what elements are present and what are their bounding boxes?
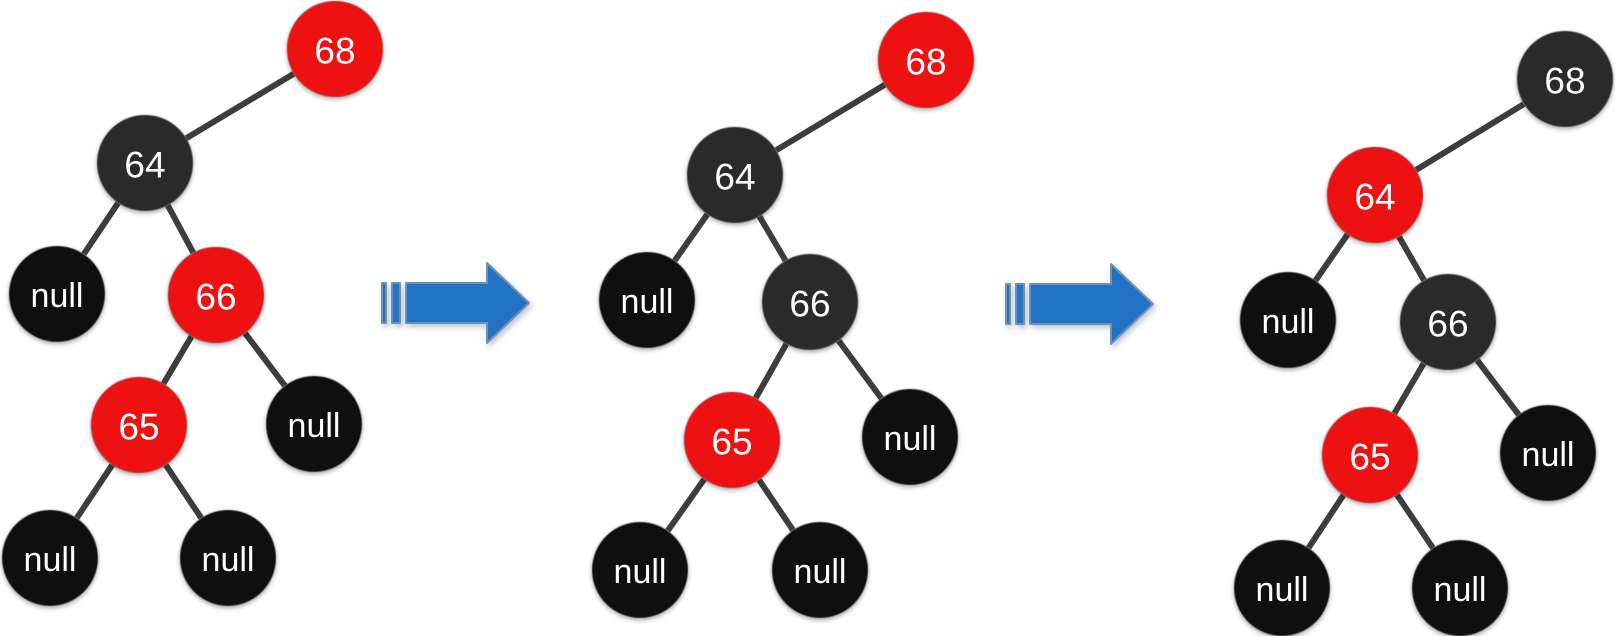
null-leaf-circle <box>179 509 277 607</box>
tree-step-2-node-null-ll: null <box>591 521 689 619</box>
tree-node-circle <box>1326 146 1424 244</box>
tree-step-1: 68 64 null 66 65 null null null <box>1 0 384 607</box>
tree-step-2-node-null-r: null <box>861 388 959 486</box>
tree-step-2: 68 64 null 66 65 null null null <box>591 11 975 619</box>
tree-node-circle <box>167 246 265 344</box>
tree-step-2-node-65: 65 <box>683 391 781 489</box>
tree-step-1-node-null-ll: null <box>1 509 99 607</box>
arrow-body <box>1029 263 1154 345</box>
null-leaf-circle <box>265 375 363 473</box>
tree-node-circle <box>761 253 859 351</box>
node-label: null <box>621 283 674 321</box>
null-leaf-circle <box>1233 539 1331 636</box>
tree-step-2-node-66: 66 <box>761 253 859 351</box>
null-leaf-circle <box>771 521 869 619</box>
null-leaf-circle <box>8 245 106 343</box>
node-label: null <box>1434 571 1487 609</box>
null-leaf-circle <box>598 251 696 349</box>
arrow-body <box>405 262 530 344</box>
node-label: 65 <box>118 407 159 448</box>
arrow-stripe-thin <box>1005 283 1011 325</box>
node-label: 66 <box>1427 304 1468 345</box>
null-leaf-circle <box>1411 539 1509 636</box>
tree-step-3-node-null-l: null <box>1239 271 1337 369</box>
node-label: null <box>1262 303 1315 341</box>
tree-step-2-node-null-lr: null <box>771 521 869 619</box>
node-label: null <box>794 553 847 591</box>
tree-node-circle <box>96 114 194 212</box>
null-leaf-circle <box>1239 271 1337 369</box>
striped-arrow-1 <box>381 262 530 344</box>
node-label: 65 <box>1349 437 1390 478</box>
striped-arrow-2 <box>1005 263 1154 345</box>
tree-step-1-node-64: 64 <box>96 114 194 212</box>
tree-step-3-node-null-r: null <box>1499 404 1597 502</box>
tree-node-circle <box>686 126 784 224</box>
node-label: 66 <box>789 284 830 325</box>
node-label: null <box>884 420 937 458</box>
null-leaf-circle <box>1 509 99 607</box>
node-label: 66 <box>195 277 236 318</box>
tree-step-3-node-null-lr: null <box>1411 539 1509 636</box>
tree-node-circle <box>1321 406 1419 504</box>
tree-step-3-node-65: 65 <box>1321 406 1419 504</box>
tree-node-circle <box>877 11 975 109</box>
tree-step-2-node-null-l: null <box>598 251 696 349</box>
node-label: 68 <box>1544 61 1585 102</box>
tree-step-3-node-null-ll: null <box>1233 539 1331 636</box>
node-label: 68 <box>314 31 355 72</box>
tree-step-1-node-null-l: null <box>8 245 106 343</box>
tree-step-3-node-66: 66 <box>1399 273 1497 371</box>
tree-step-3: 68 64 null 66 65 null null null <box>1233 30 1614 636</box>
null-leaf-circle <box>591 521 689 619</box>
tree-step-3-node-64: 64 <box>1326 146 1424 244</box>
node-label: 64 <box>1354 177 1395 218</box>
node-label: 64 <box>714 157 755 198</box>
node-label: null <box>31 277 84 315</box>
tree-node-circle <box>1399 273 1497 371</box>
tree-node-circle <box>90 376 188 474</box>
node-label: null <box>1256 571 1309 609</box>
tree-step-1-node-66: 66 <box>167 246 265 344</box>
node-label: 65 <box>711 422 752 463</box>
null-leaf-circle <box>861 388 959 486</box>
tree-step-2-node-68: 68 <box>877 11 975 109</box>
tree-step-1-node-null-r: null <box>265 375 363 473</box>
node-label: null <box>614 553 667 591</box>
tree-node-circle <box>1516 30 1614 128</box>
node-label: null <box>24 541 77 579</box>
tree-node-circle <box>683 391 781 489</box>
null-leaf-circle <box>1499 404 1597 502</box>
tree-step-1-node-65: 65 <box>90 376 188 474</box>
tree-node-circle <box>286 0 384 98</box>
tree-step-1-node-null-lr: null <box>179 509 277 607</box>
tree-step-3-node-68: 68 <box>1516 30 1614 128</box>
tree-step-1-node-68: 68 <box>286 0 384 98</box>
node-label: null <box>1522 436 1575 474</box>
arrow-stripe-thin <box>381 282 387 324</box>
tree-step-2-node-64: 64 <box>686 126 784 224</box>
node-label: null <box>202 541 255 579</box>
arrow-stripe-thick <box>391 282 401 324</box>
node-label: null <box>288 407 341 445</box>
arrow-stripe-thick <box>1015 283 1025 325</box>
node-label: 68 <box>905 42 946 83</box>
node-label: 64 <box>124 145 165 186</box>
